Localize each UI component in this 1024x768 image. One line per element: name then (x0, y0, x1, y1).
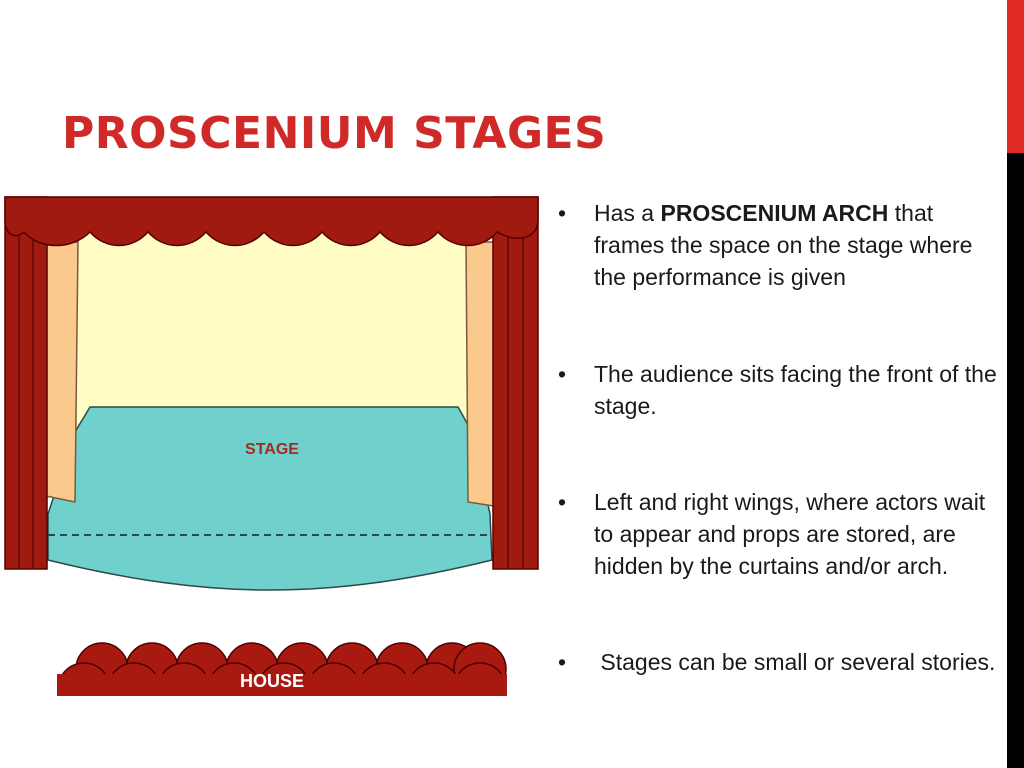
left-wing-panel (45, 241, 79, 503)
bullet-text-suffix: that frames the space on the stage where… (594, 200, 973, 290)
accent-bar-red (1007, 0, 1024, 153)
bullet-list: • Has a PROSCENIUM ARCH that frames the … (556, 197, 1002, 678)
accent-bar-black (1007, 153, 1024, 768)
bullet-text: Left and right wings, where actors wait … (594, 489, 986, 579)
bullet-text: The audience sits facing the front of th… (594, 361, 997, 419)
bullet-marker: • (558, 361, 567, 387)
bullet-text-bold: PROSCENIUM ARCH (660, 200, 889, 226)
top-valance (4, 196, 539, 247)
slide-title: PROSCENIUM STAGES (62, 108, 607, 159)
bullet-item-stage-size: • Stages can be small or several stories… (556, 646, 1002, 678)
bullet-text-prefix: Has a (594, 200, 661, 226)
house-seat-base (57, 674, 507, 696)
right-wing-panel (465, 241, 495, 507)
house-label: HOUSE (240, 671, 304, 691)
right-curtain (492, 196, 539, 570)
bullet-item-audience: • The audience sits facing the front of … (556, 358, 1002, 422)
proscenium-stage-illustration: STAGE HOUSE (0, 196, 540, 704)
bullet-marker: • (558, 649, 567, 675)
bullet-item-proscenium-arch: • Has a PROSCENIUM ARCH that frames the … (556, 197, 1002, 293)
bullet-text: Stages can be small or several stories. (594, 649, 996, 675)
bullet-marker: • (558, 489, 567, 515)
stage-floor (47, 406, 493, 591)
left-curtain (4, 196, 48, 570)
bullet-item-wings: • Left and right wings, where actors wai… (556, 486, 1002, 582)
bullet-marker: • (558, 200, 567, 226)
stage-label: STAGE (245, 441, 299, 458)
